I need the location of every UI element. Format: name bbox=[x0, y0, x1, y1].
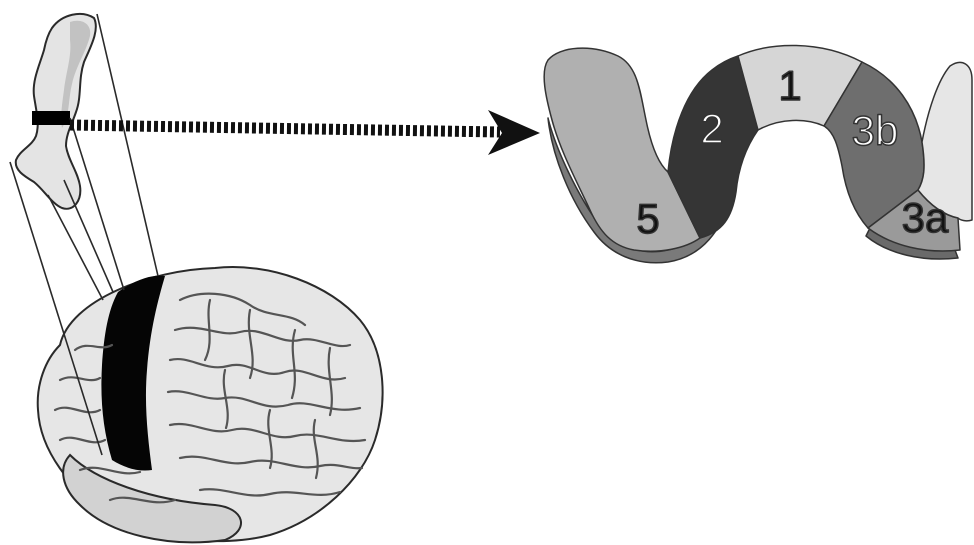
projection-line bbox=[64, 180, 113, 292]
projection-arrow bbox=[70, 110, 540, 155]
projection-line bbox=[48, 195, 103, 300]
cortical-fold: 5 2 1 3b 3a bbox=[544, 45, 972, 262]
slab-section-band bbox=[32, 111, 70, 125]
area-3a-label: 3a bbox=[902, 194, 949, 241]
projection-line bbox=[70, 118, 124, 290]
cortex-slab-illustration bbox=[16, 14, 96, 209]
brain-illustration bbox=[38, 267, 383, 542]
area-2-label: 2 bbox=[700, 105, 723, 152]
arrow-head bbox=[488, 110, 540, 155]
area-1-label: 1 bbox=[778, 62, 801, 109]
projection-line bbox=[97, 14, 158, 276]
area-5-label: 5 bbox=[636, 195, 659, 242]
arrow-shaft bbox=[70, 125, 500, 132]
area-3b-label: 3b bbox=[852, 107, 899, 154]
